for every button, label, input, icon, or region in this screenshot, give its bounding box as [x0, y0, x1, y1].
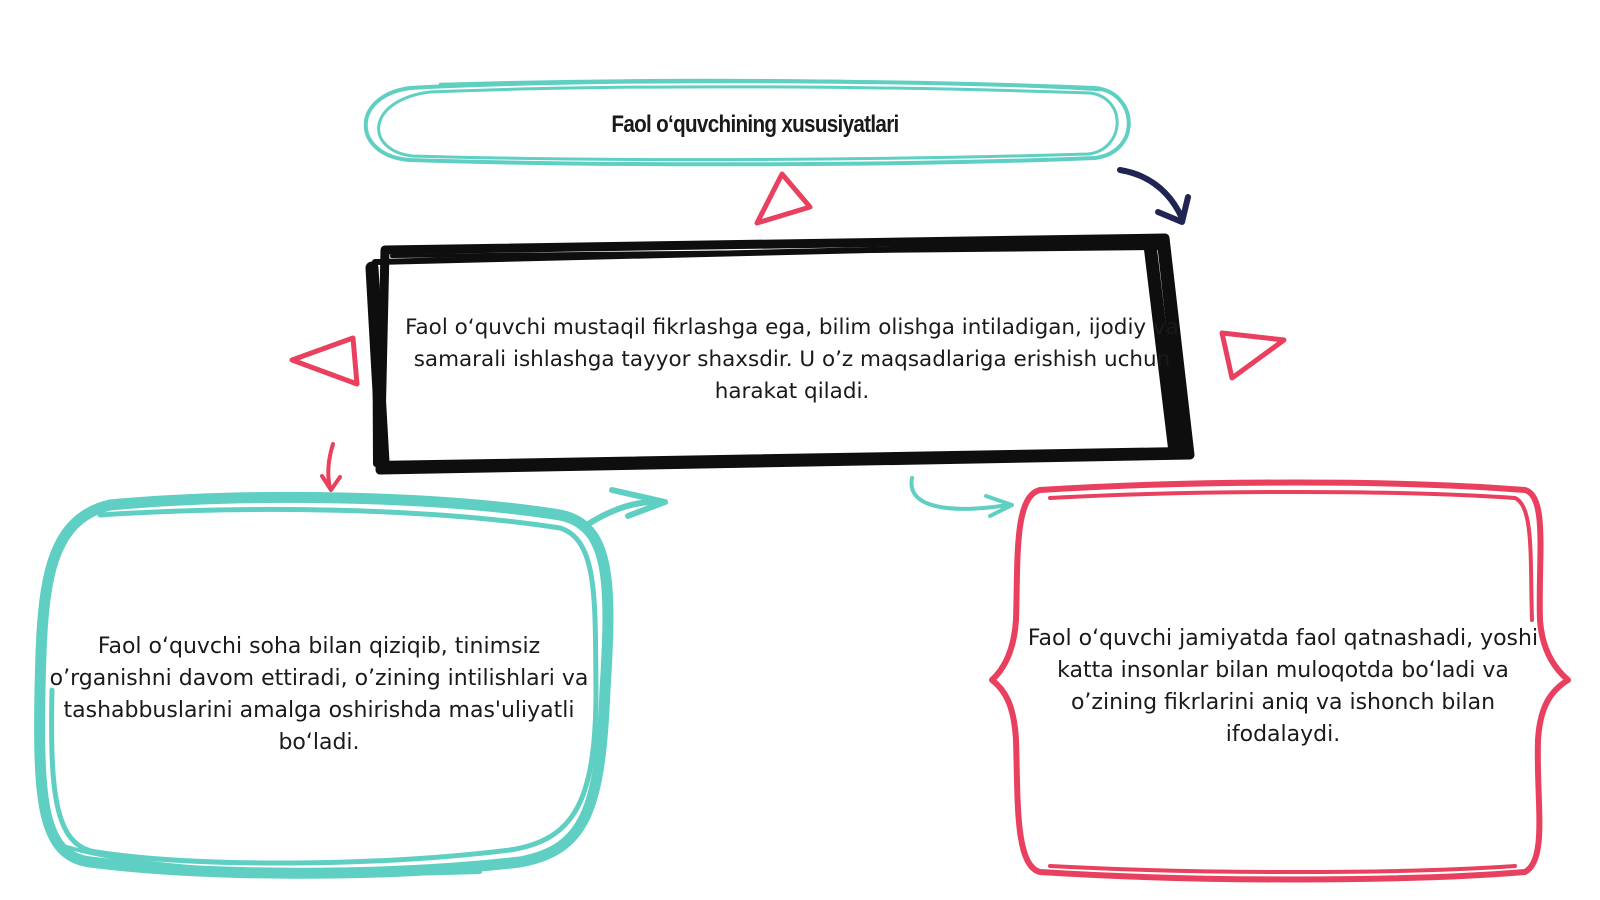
right-box [989, 479, 1571, 883]
right-box-text: Faol o‘quvchi jamiyatda faol qatnashadi,… [1027, 626, 1539, 747]
triangle-marker-top [754, 171, 813, 226]
diagram-title: Faol o‘quvchining xususiyatlari [611, 111, 899, 138]
title-box [363, 78, 1131, 167]
triangle-marker-right [1219, 330, 1287, 381]
arrow-center-to-left [320, 442, 342, 492]
triangle-marker-left [289, 335, 360, 387]
arrow-center-to-right [909, 476, 1014, 518]
center-box-text: Faol o‘quvchi mustaqil fikrlashga ega, b… [405, 315, 1179, 404]
arrow-title-to-center [1117, 167, 1191, 225]
center-box [365, 233, 1195, 475]
arrow-left-to-center [579, 487, 668, 531]
left-box [34, 491, 614, 879]
left-box-text: Faol o‘quvchi soha bilan qiziqib, tinims… [49, 634, 589, 755]
